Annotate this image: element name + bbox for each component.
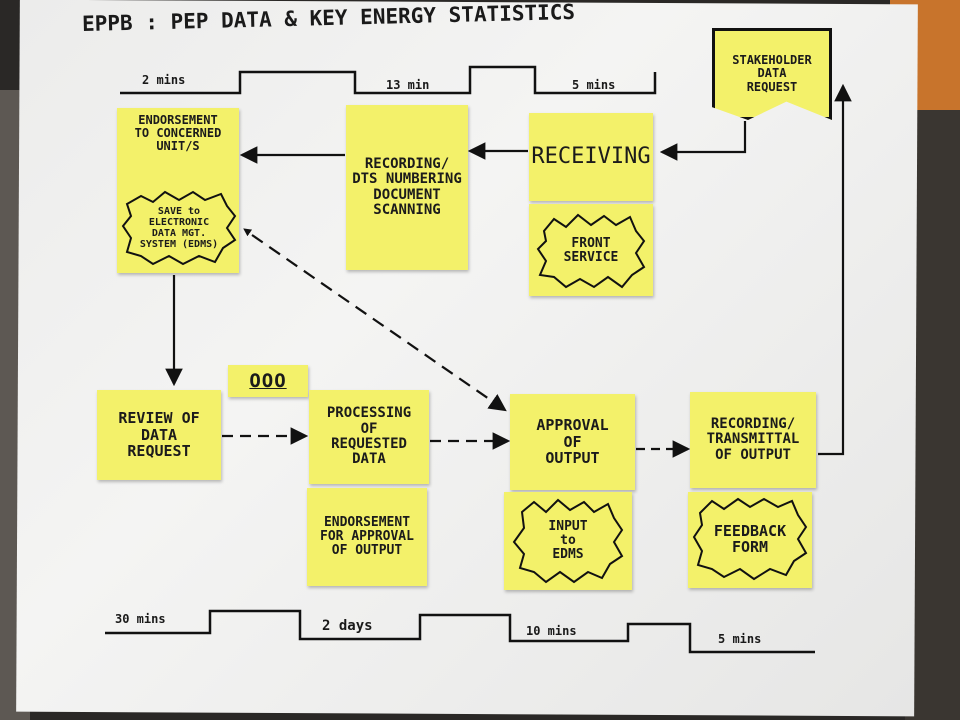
- timeline-top-label-2: 13 min: [386, 78, 430, 92]
- timeline-bottom-label-1: 30 mins: [115, 612, 166, 626]
- front-service-label: FRONT SERVICE: [563, 235, 619, 265]
- receiving-note: RECEIVING: [529, 113, 653, 201]
- save-edms-label: SAVE to ELECTRONIC DATA MGT. SYSTEM (EDM…: [139, 206, 219, 250]
- recording-dts-numbering-label: RECORDING/ DTS NUMBERING DOCUMENT SCANNI…: [352, 155, 462, 218]
- endorsement-approval-note: ENDORSEMENT for APPROVAL of OUTPUT: [307, 488, 427, 586]
- endorsement-approval-label: ENDORSEMENT for APPROVAL of OUTPUT: [320, 514, 414, 559]
- stakeholder-data-request-note: STAKEHOLDER DATA REQUEST: [712, 28, 832, 120]
- review-data-request-note: REVIEW of DATA REQUEST: [97, 390, 221, 480]
- recording-dts-numbering-note: RECORDING/ DTS NUMBERING DOCUMENT SCANNI…: [346, 105, 468, 270]
- approval-output-note: APPROVAL of OUTPUT: [510, 394, 635, 490]
- front-service-note: [529, 204, 653, 296]
- ooo-note: OOO: [228, 365, 308, 397]
- timeline-top-label-3: 5 mins: [572, 78, 616, 92]
- timeline-bottom-label-4: 5 mins: [718, 632, 762, 646]
- receiving-label: RECEIVING: [531, 143, 651, 169]
- ooo-label: OOO: [249, 369, 287, 392]
- timeline-bottom-label-3: 10 mins: [526, 624, 577, 638]
- recording-transmittal-note: RECORDING/ TRANSMITTAL of OUTPUT: [690, 392, 816, 488]
- processing-requested-data-note: PROCESSING of REQUESTED DATA: [309, 390, 429, 484]
- processing-requested-data-label: PROCESSING of REQUESTED DATA: [326, 405, 412, 468]
- timeline-bottom: [105, 609, 815, 654]
- input-edms-label: INPUT to EDMS: [548, 518, 588, 563]
- timeline-top-label-1: 2 mins: [142, 73, 186, 87]
- stakeholder-data-request-label: STAKEHOLDER DATA REQUEST: [732, 53, 812, 94]
- endorsement-concerned-unit-label: ENDORSEMENT TO CONCERNED UNIT/s: [134, 113, 222, 154]
- endorsement-concerned-unit-note: ENDORSEMENT TO CONCERNED UNIT/s: [117, 108, 239, 273]
- timeline-bottom-label-2: 2 days: [322, 618, 373, 634]
- front-service-burst: FRONT SERVICE: [536, 213, 646, 289]
- save-edms-burst: SAVE to ELECTRONIC DATA MGT. SYSTEM (EDM…: [121, 190, 237, 266]
- feedback-form-burst: FEEDBACK FORM: [692, 497, 808, 581]
- feedback-form-label: FEEDBACK FORM: [713, 521, 787, 556]
- review-data-request-label: REVIEW of DATA REQUEST: [118, 409, 200, 461]
- approval-output-label: APPROVAL of OUTPUT: [536, 416, 609, 468]
- input-edms-burst: INPUT to EDMS: [512, 498, 624, 584]
- timeline-top: [120, 65, 657, 95]
- recording-transmittal-label: RECORDING/ TRANSMITTAL of OUTPUT: [706, 415, 800, 463]
